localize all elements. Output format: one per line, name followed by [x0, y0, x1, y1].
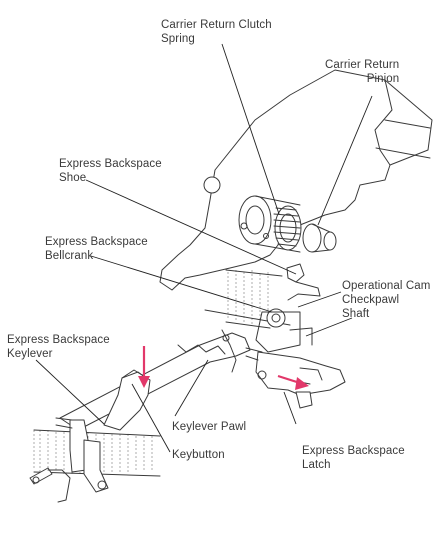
leader-backspace-latch — [283, 391, 297, 425]
label-operational-cam-checkpawl-shaft: Operational Cam Checkpawl Shaft — [342, 280, 431, 320]
leader-backspace-shoe — [85, 179, 297, 275]
bellcrank-assembly — [204, 263, 321, 353]
base-bracket — [29, 417, 161, 503]
leader-keylever — [35, 359, 105, 425]
down-arrow-head — [138, 376, 150, 388]
label-carrier-return-pinion: Carrier Return Pinion — [325, 59, 400, 85]
leader-lines — [35, 43, 373, 453]
leader-clutch-spring — [221, 43, 280, 215]
leader-keylever-pawl — [174, 359, 209, 417]
clutch-assembly — [203, 176, 337, 253]
leader-return-pinion — [317, 95, 373, 226]
side-frame — [159, 69, 433, 291]
motion-arrows — [138, 346, 309, 390]
label-express-backspace-latch: Express Backspace Latch — [302, 445, 405, 471]
label-express-backspace-bellcrank: Express Backspace Bellcrank — [45, 236, 148, 262]
leader-checkpawl-shaft — [305, 317, 353, 337]
label-express-backspace-shoe: Express Backspace Shoe — [59, 158, 162, 184]
latch-assembly — [245, 347, 346, 409]
label-express-backspace-keylever: Express Backspace Keylever — [7, 334, 110, 360]
leader-bellcrank — [90, 255, 273, 313]
leader-operational-cam — [297, 291, 342, 308]
leader-keybutton — [131, 383, 171, 453]
right-arrow-head — [295, 377, 309, 390]
label-keybutton: Keybutton — [172, 449, 225, 461]
keylever-arm — [59, 329, 251, 431]
label-keylever-pawl: Keylever Pawl — [172, 421, 247, 433]
label-carrier-return-clutch-spring: Carrier Return Clutch Spring — [161, 19, 272, 45]
